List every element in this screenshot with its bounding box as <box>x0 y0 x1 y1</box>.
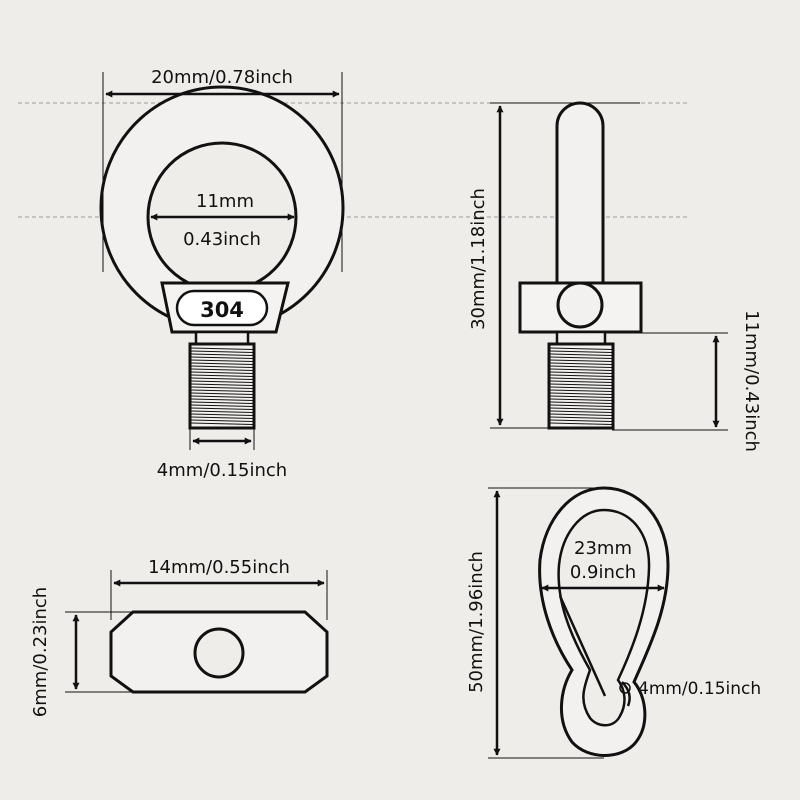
thread-ridge <box>190 419 254 422</box>
eye-bolt-neck <box>194 330 250 346</box>
thread-ridge <box>549 386 613 389</box>
thread-ridge <box>190 392 254 395</box>
thread-ridge <box>549 398 613 401</box>
snap-hook-view: 50mm/1.96inch 23mm 0.9inch 4mm/0.15inch <box>466 486 761 759</box>
thread-ridge <box>190 380 254 383</box>
side-neck <box>555 330 607 346</box>
thread-ridge <box>549 362 613 365</box>
label-hook-height: 50mm/1.96inch <box>466 551 487 693</box>
eye-bolt-front-view: 304 20mm/0.78inch 11mm 0.43inch 4mm/0.15… <box>99 67 345 481</box>
stamp-plate <box>175 289 269 327</box>
eye-bolt-side-view: 30mm/1.18inch 11mm/0.43inch <box>468 101 762 452</box>
thread-ridge <box>549 419 613 422</box>
label-eye-inner-inch: 0.43inch <box>183 229 261 250</box>
thread-ridge <box>190 365 254 368</box>
thread-ridge <box>190 389 254 392</box>
thread-ridge <box>190 350 254 353</box>
label-bolt-height: 30mm/1.18inch <box>468 188 489 330</box>
label-eye-width: 20mm/0.78inch <box>151 67 293 88</box>
thread-ridge <box>549 380 613 383</box>
thread-ridge <box>549 377 613 380</box>
label-hook-inner-inch: 0.9inch <box>570 562 636 583</box>
thread-lines-front <box>190 347 254 425</box>
thread-ridge <box>549 347 613 350</box>
nut-hole <box>193 627 245 679</box>
thread-ridge <box>549 407 613 410</box>
thread-ridge <box>549 374 613 377</box>
thread-lines-side <box>549 347 613 425</box>
thread-ridge <box>190 422 254 425</box>
thread-ridge <box>190 356 254 359</box>
thread-ridge <box>190 395 254 398</box>
label-eye-inner-mm: 11mm <box>196 191 254 212</box>
thread-ridge <box>549 410 613 413</box>
label-hook-inner-mm: 23mm <box>574 538 632 559</box>
stamp-text: 304 <box>200 298 244 322</box>
thread-ridge <box>190 362 254 365</box>
thread-ridge <box>549 395 613 398</box>
thread-ridge <box>190 413 254 416</box>
thread-ridge <box>549 383 613 386</box>
thread-ridge <box>549 401 613 404</box>
snap-hook-gate <box>558 595 607 697</box>
thread-ridge <box>190 386 254 389</box>
thread-ridge <box>549 359 613 362</box>
label-nut-height: 6mm/0.23inch <box>30 587 51 717</box>
thread-ridge <box>190 404 254 407</box>
thread-ridge <box>190 383 254 386</box>
thread-ridge <box>549 368 613 371</box>
snap-hook-inner <box>557 508 651 727</box>
label-hook-wire: 4mm/0.15inch <box>638 679 761 699</box>
label-thread-width: 4mm/0.15inch <box>157 460 287 481</box>
thread-ridge <box>549 353 613 356</box>
thread-ridge <box>190 371 254 374</box>
thread-ridge <box>549 392 613 395</box>
thread-ridge <box>190 377 254 380</box>
thread-ridge <box>190 416 254 419</box>
thread-ridge <box>549 389 613 392</box>
thread-ridge <box>190 353 254 356</box>
nut-view: 14mm/0.55inch 6mm/0.23inch <box>30 557 329 717</box>
thread-ridge <box>190 359 254 362</box>
wire-marker <box>619 682 631 694</box>
label-thread-length: 11mm/0.43inch <box>741 310 762 452</box>
thread-ridge <box>549 365 613 368</box>
thread-ridge <box>190 401 254 404</box>
thread-ridge <box>190 398 254 401</box>
thread-ridge <box>549 356 613 359</box>
thread-ridge <box>190 374 254 377</box>
thread-ridge <box>549 416 613 419</box>
thread-ridge <box>190 347 254 350</box>
thread-ridge <box>190 407 254 410</box>
thread-ridge <box>549 371 613 374</box>
thread-ridge <box>549 350 613 353</box>
thread-ridge <box>549 404 613 407</box>
label-nut-width: 14mm/0.55inch <box>148 557 290 578</box>
side-ring-bottom <box>556 281 604 329</box>
thread-ridge <box>190 410 254 413</box>
thread-ridge <box>549 422 613 425</box>
thread-ridge <box>549 413 613 416</box>
thread-ridge <box>190 368 254 371</box>
